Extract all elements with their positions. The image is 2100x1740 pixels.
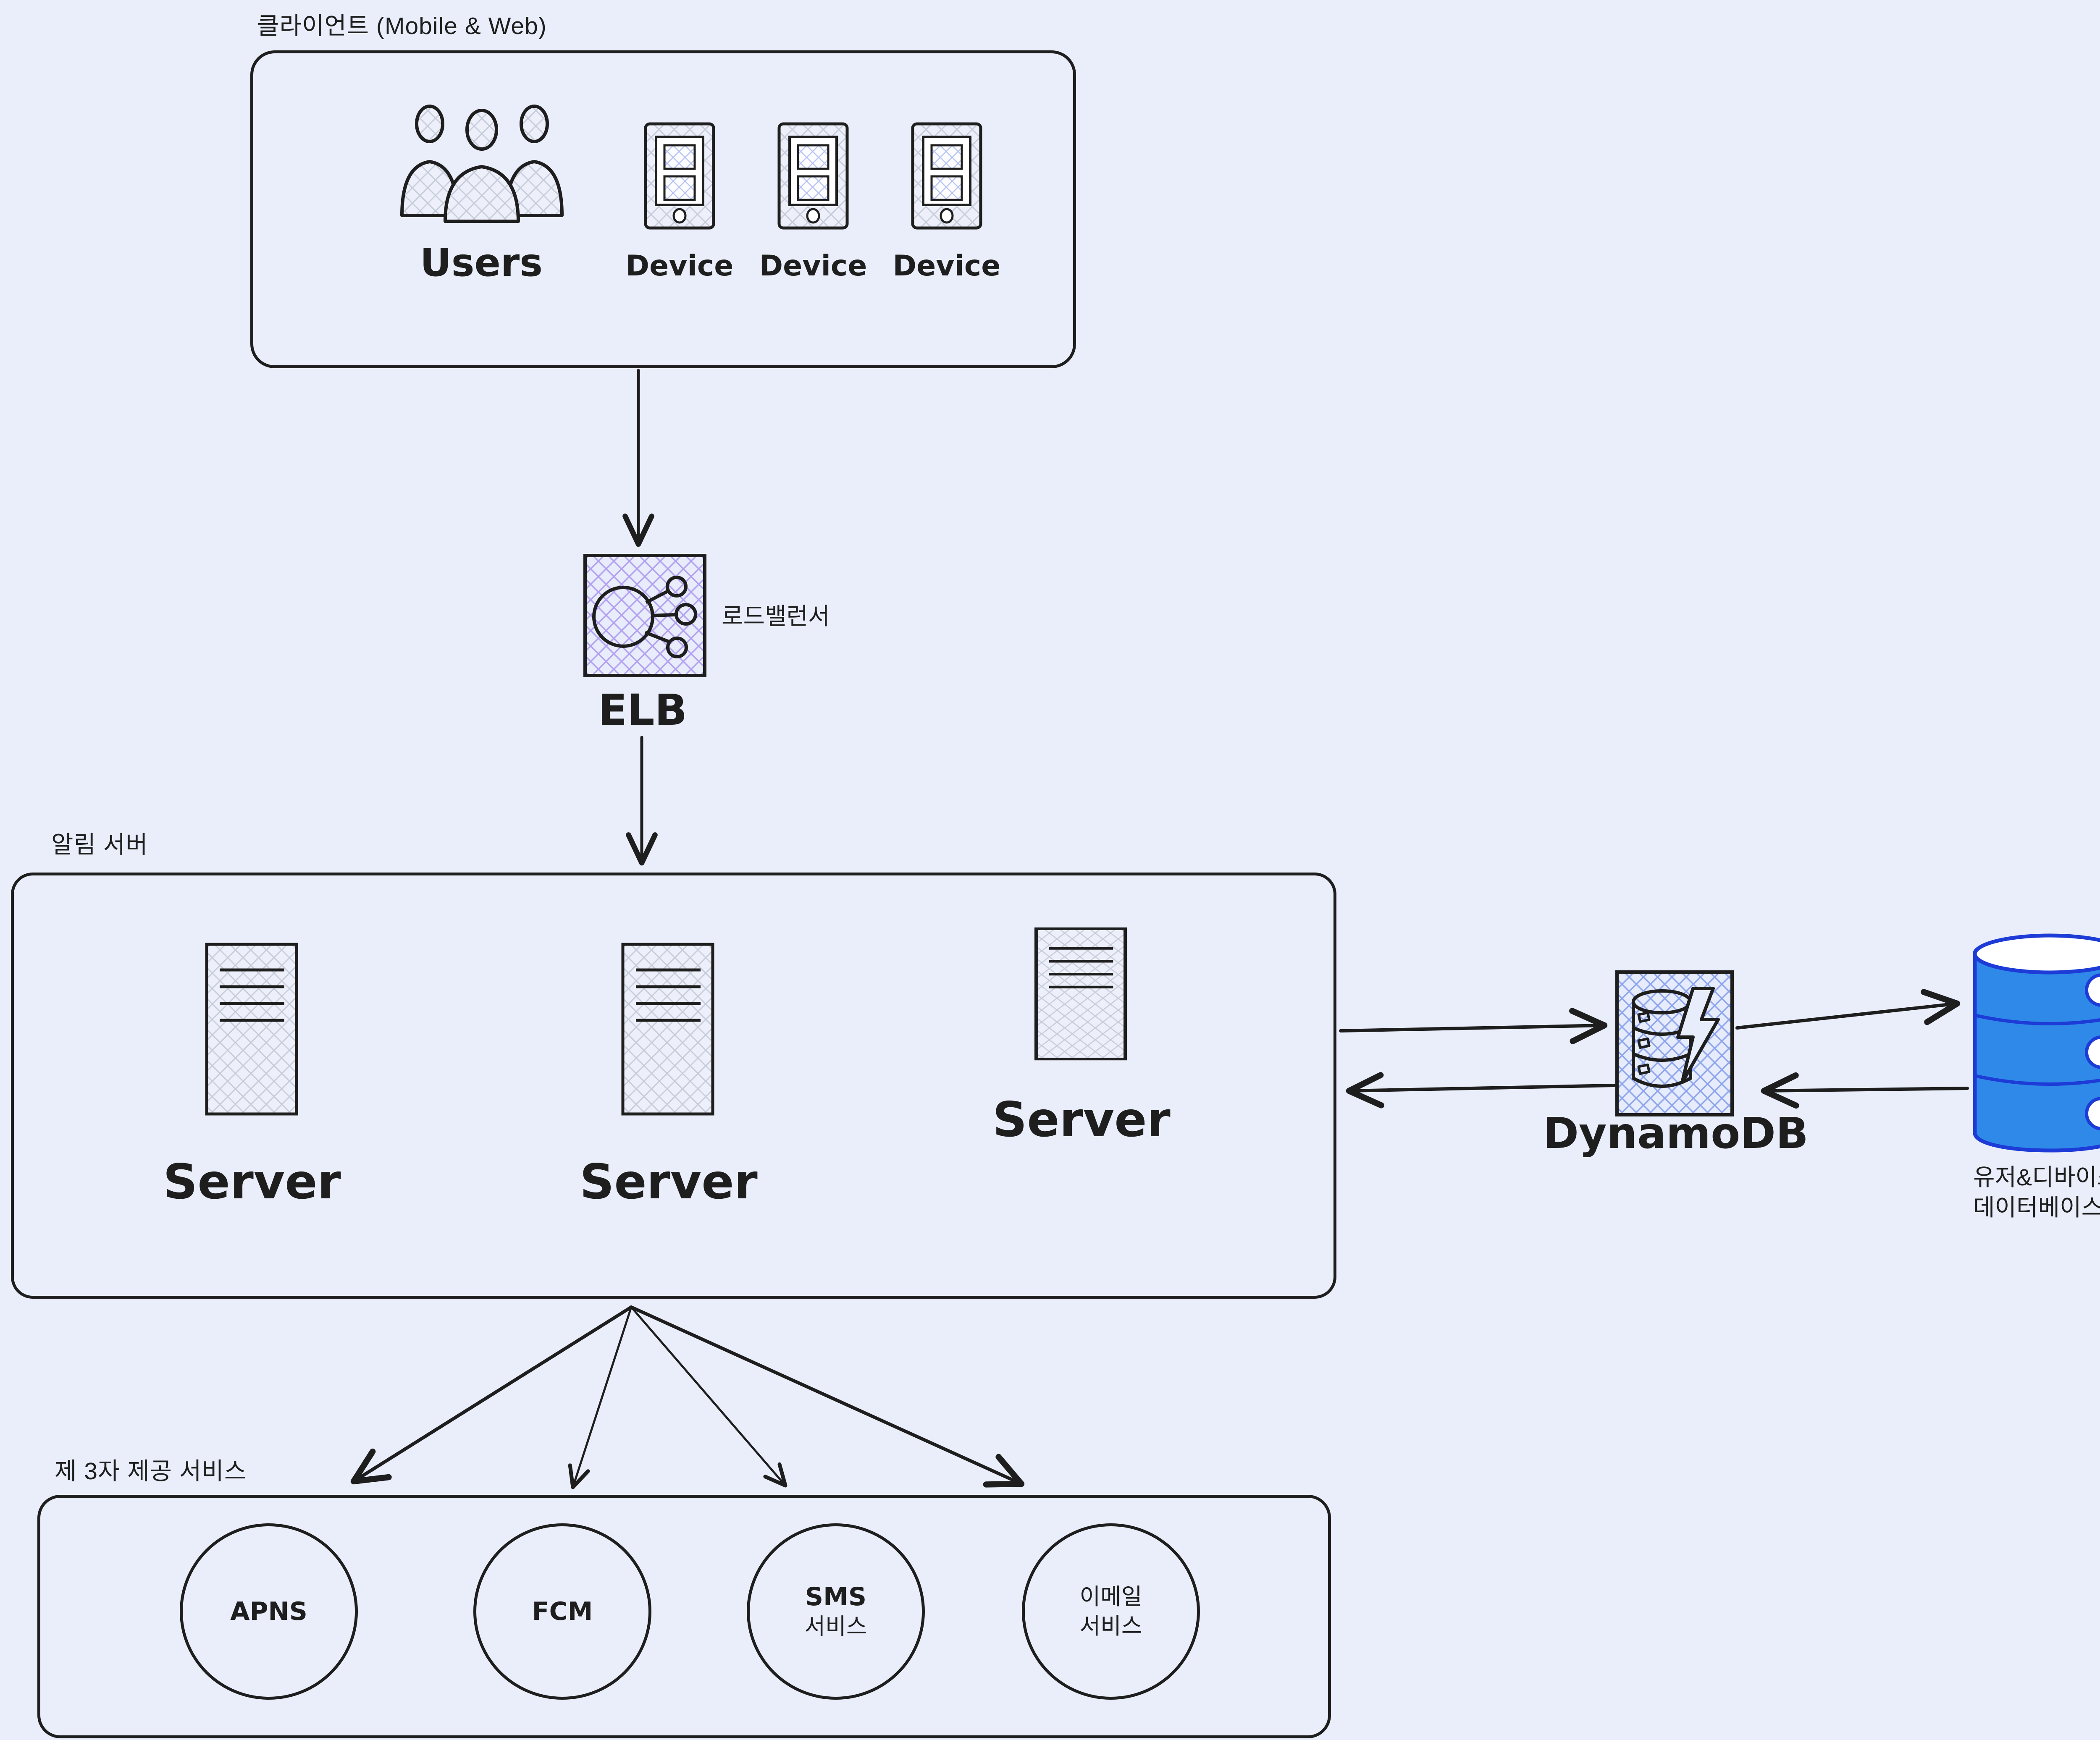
third-party-group-box bbox=[37, 1495, 1331, 1738]
service-circle-fcm: FCM bbox=[473, 1523, 651, 1700]
users-icon bbox=[400, 105, 564, 223]
service-circle-email: 이메일 서비스 bbox=[1022, 1523, 1200, 1700]
device-label: Device bbox=[625, 249, 734, 283]
arrow-servers-to-email bbox=[630, 1305, 1025, 1488]
server-label: Server bbox=[580, 1154, 758, 1210]
arrow-servers-to-sms bbox=[630, 1306, 788, 1488]
dynamodb-icon bbox=[1615, 970, 1734, 1116]
db-label-line: 데이터베이스 bbox=[1973, 1194, 2100, 1221]
arrow-dynamodb-to-servers bbox=[1346, 1072, 1615, 1108]
arrow-dynamodb-to-db bbox=[1735, 989, 1961, 1030]
load-balancer-icon bbox=[583, 554, 706, 677]
arrow-servers-to-fcm bbox=[568, 1306, 633, 1489]
users-label: Users bbox=[420, 240, 543, 285]
server-icon bbox=[1034, 927, 1127, 1061]
elb-label: ELB bbox=[598, 685, 688, 735]
service-circle-apns: APNS bbox=[180, 1523, 358, 1700]
server-icon bbox=[621, 943, 714, 1116]
notification-group-title: 알림 서버 bbox=[51, 831, 148, 858]
server-label: Server bbox=[992, 1092, 1171, 1148]
client-group-title: 클라이언트 (Mobile & Web) bbox=[257, 13, 547, 39]
db-label-line: 유저&디바이스 정보 bbox=[1973, 1164, 2100, 1190]
service-label: 서비스 bbox=[1079, 1614, 1142, 1639]
service-label: 이메일 bbox=[1079, 1584, 1142, 1609]
client-group-box bbox=[250, 50, 1076, 368]
notification-group-box bbox=[11, 873, 1336, 1299]
dynamodb-label: DynamoDB bbox=[1543, 1108, 1809, 1158]
service-label: 서비스 bbox=[804, 1614, 867, 1639]
user-device-database-icon bbox=[1973, 933, 2100, 1153]
server-icon bbox=[205, 943, 298, 1116]
arrow-servers-to-apns bbox=[350, 1305, 633, 1485]
arrow-servers-to-dynamodb bbox=[1339, 1008, 1608, 1044]
service-label: FCM bbox=[532, 1597, 593, 1626]
device-icon bbox=[644, 122, 715, 230]
server-label: Server bbox=[163, 1154, 341, 1210]
arrow-db-to-dynamodb bbox=[1761, 1072, 1969, 1109]
load-balancer-annotation: 로드밸런서 bbox=[722, 603, 830, 629]
device-label: Device bbox=[892, 249, 1001, 283]
third-party-group-title: 제 3자 제공 서비스 bbox=[55, 1458, 247, 1485]
service-label: SMS bbox=[805, 1582, 867, 1612]
device-label: Device bbox=[759, 249, 867, 283]
user-device-database-label: 유저&디바이스 정보 데이터베이스 bbox=[1973, 1162, 2100, 1223]
device-icon bbox=[911, 122, 982, 230]
service-label: APNS bbox=[230, 1597, 307, 1626]
service-circle-sms: SMS 서비스 bbox=[747, 1523, 925, 1700]
device-icon bbox=[777, 122, 849, 230]
